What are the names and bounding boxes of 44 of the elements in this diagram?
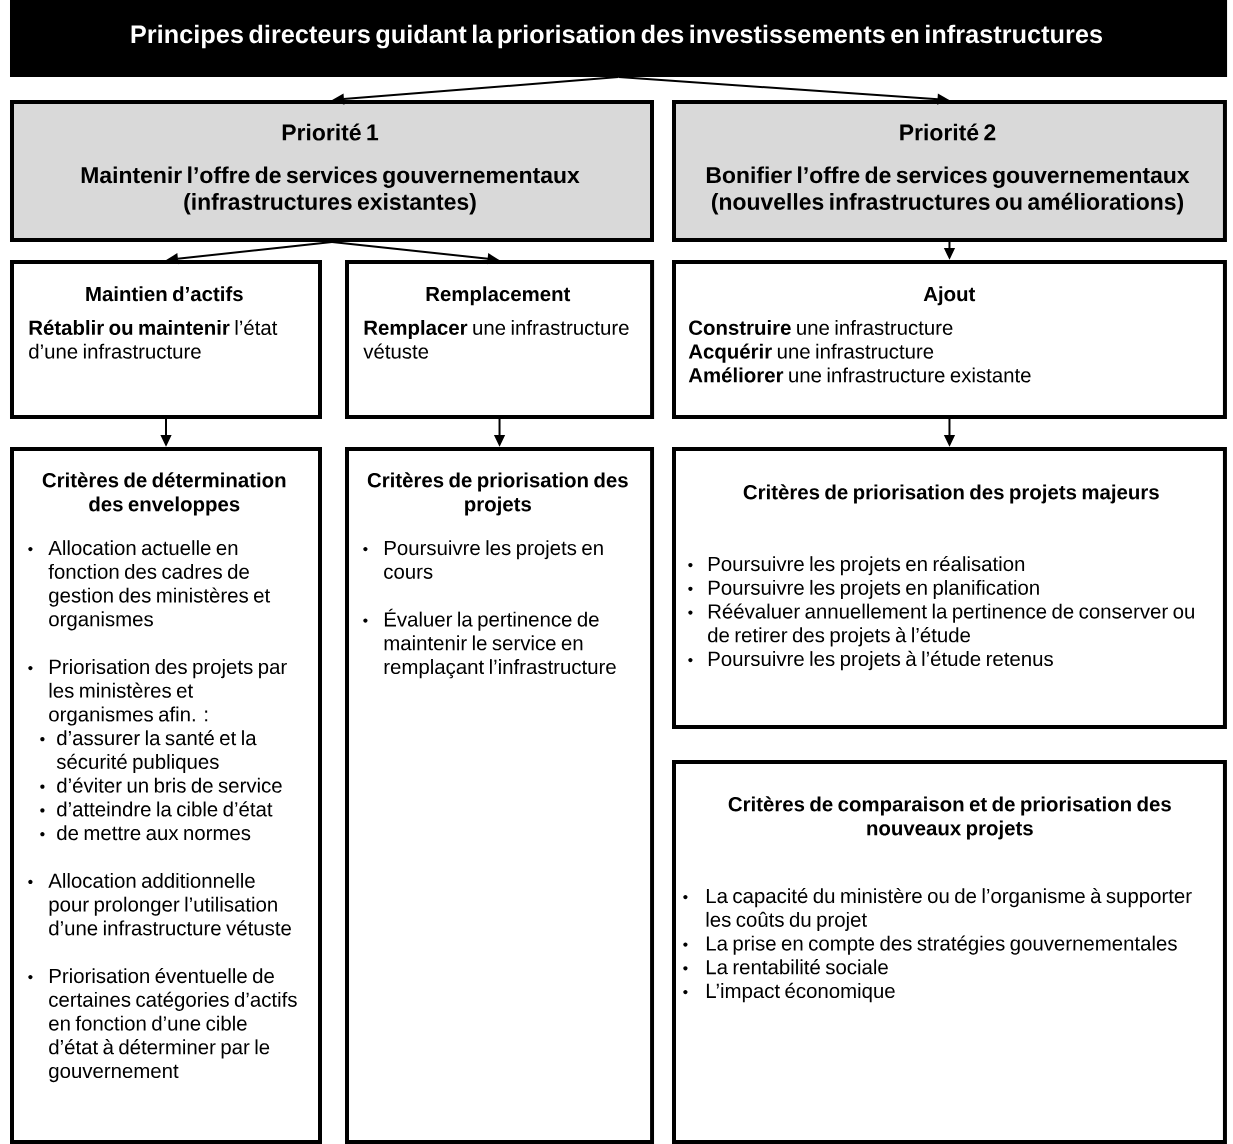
body-text: Rétablir ou maintenir l’état d’une infrastructure [29,319,278,359]
bullet-item: Poursuivre les projets en planification [688,579,1039,599]
heading-text: Bonifier l’offre de services gouvernementaux (nouvelles infrastructures ou améliorations) [706,166,1190,215]
heading-text: Ajout [923,286,976,306]
bullet-item: de mettre aux normes [40,825,251,841]
heading-text: Critères de priorisation des projets majeurs [743,484,1159,504]
heading-text: Critères de détermination des enveloppes [42,472,286,516]
criteria-box [10,447,322,1144]
bullet-item: Poursuivre les projets en cours [363,540,603,579]
criteria-box [345,447,655,1144]
bullet-item: Réévaluer annuellement la pertinence de conserver ou de retirer des projets à l’étude [688,603,1194,647]
heading-text: Maintien d’actifs [86,286,243,302]
category-box [672,260,1227,419]
heading-text: Remplacement [426,286,571,306]
bullet-item: Allocation actuelle en fonction des cadres de gestion des ministères et organismes [28,540,271,631]
bullet-item: d’éviter un bris de service [40,777,282,793]
bullet-item: Priorisation des projets par les ministères et organismes afin. : [28,659,287,726]
criteria-box [672,447,1227,729]
body-text: Construire une infrastructure [689,320,953,335]
bullet-item: La prise en compte des stratégies gouvernementales [683,935,1177,955]
priority-box [10,100,654,242]
title-text: Principes directeurs guidant la priorisation des investissements en infrastructures [131,24,1102,49]
title-band [10,0,1228,78]
body-text: Acquérir une infrastructure [688,343,934,363]
heading-text: Priorité 2 [900,123,996,141]
heading-text: Critères de priorisation des projets [367,472,628,516]
bullet-item: La capacité du ministère ou de l’organisme à supporter les coûts du projet [683,887,1192,931]
bullet-item: Évaluer la pertinence de maintenir le service en remplaçant l’infrastructure [363,608,616,679]
bullet-item: Allocation additionnelle pour prolonger l’utilisation d’une infrastructure vétuste [28,872,291,936]
bullet-item: Priorisation éventuelle de certaines catégories d’actifs en fonction d’une cible d’état à déterminer par le gouvernement [28,967,297,1083]
body-text: Améliorer une infrastructure existante [688,367,1031,383]
category-box [345,260,655,419]
bullet-item: La rentabilité sociale [683,959,888,975]
category-box [10,260,322,419]
bullet-item: Poursuivre les projets en réalisation [688,555,1025,576]
priority-box [672,100,1227,242]
criteria-box [672,760,1227,1144]
heading-text: Priorité 1 [282,123,379,141]
bullet-item: Poursuivre les projets à l’étude retenus [688,650,1053,671]
heading-text: Critères de comparaison et de priorisation des nouveaux projets [728,796,1171,840]
bullet-item: L’impact économique [683,982,895,1003]
body-text: Remplacer une infrastructure vétuste [363,320,629,359]
bullet-item: d’atteindre la cible d’état [40,801,273,817]
heading-text: Maintenir l’offre de services gouvernementaux (infrastructures existantes) [81,166,580,215]
